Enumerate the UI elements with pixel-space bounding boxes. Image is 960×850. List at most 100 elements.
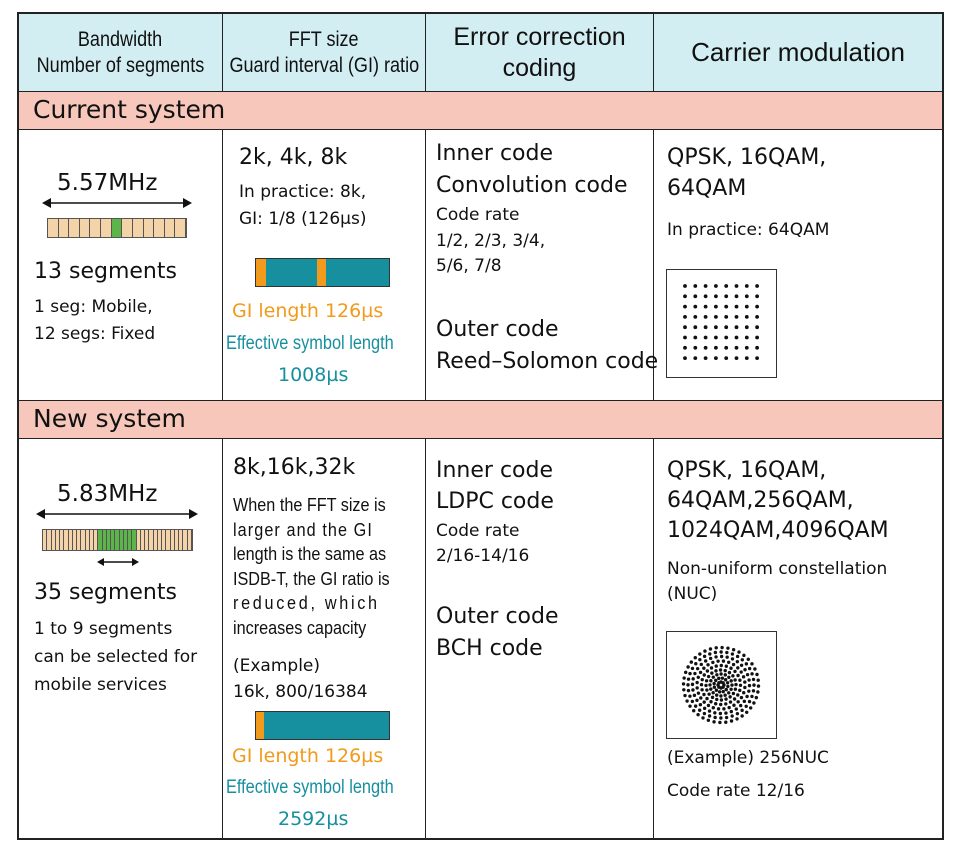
- constellation-point: [724, 325, 729, 330]
- col-line: [425, 12, 426, 92]
- current-gi-length: GI length 126µs: [232, 300, 384, 322]
- new-fft-desc-5: reduced, which: [233, 593, 380, 613]
- segment-cell: [149, 530, 154, 550]
- constellation-point: [735, 654, 740, 659]
- segment-cell: [165, 219, 176, 237]
- constellation-point: [686, 677, 691, 681]
- new-fft-desc: When the FFT size is larger and the GI l…: [233, 493, 390, 640]
- col-line: [653, 129, 654, 401]
- nuc256-constellation: [666, 631, 777, 739]
- constellation-point: [727, 705, 731, 710]
- segment-cell: [102, 530, 107, 550]
- segment-cell: [111, 530, 116, 550]
- new-mods-1: QPSK, 16QAM,: [667, 458, 827, 483]
- constellation-point: [726, 684, 730, 689]
- new-mods-2: 64QAM,256QAM,: [667, 488, 854, 513]
- constellation-point: [719, 672, 723, 676]
- constellation-point: [756, 684, 761, 688]
- constellation-point: [706, 703, 711, 708]
- segment-cell: [86, 530, 90, 550]
- segment-cell: [128, 530, 133, 550]
- segment-cell: [69, 219, 80, 237]
- segment-cell: [101, 219, 112, 237]
- constellation-point: [734, 284, 739, 288]
- new-outer-code: BCH code: [436, 636, 543, 661]
- constellation-point: [755, 325, 759, 330]
- constellation-point: [723, 693, 727, 697]
- row-line: [17, 438, 944, 439]
- constellation-point: [704, 679, 709, 683]
- header-bandwidth-line2: Number of segments: [36, 53, 204, 77]
- table-border-left: [17, 12, 19, 840]
- col-line: [222, 129, 223, 401]
- constellation-point: [702, 666, 706, 670]
- constellation-point: [739, 703, 743, 708]
- constellation-point: [750, 672, 754, 676]
- new-example-label: (Example): [233, 656, 321, 676]
- constellation-point: [731, 691, 736, 696]
- segment-cell: [73, 530, 78, 550]
- segment-cell: [69, 530, 73, 550]
- constellation-point: [683, 325, 687, 330]
- constellation-point: [730, 657, 735, 661]
- constellation-point: [729, 687, 733, 691]
- constellation-point: [734, 335, 739, 340]
- mobile-segment-arrow: [97, 558, 139, 566]
- segment-cell: [43, 530, 48, 550]
- constellation-point: [728, 700, 733, 704]
- constellation-point: [724, 356, 729, 360]
- constellation-point: [755, 284, 759, 288]
- constellation-point: [693, 315, 698, 319]
- segment-cell: [175, 530, 180, 550]
- constellation-point: [729, 679, 733, 683]
- constellation-point: [727, 691, 731, 695]
- constellation-point: [735, 711, 740, 716]
- segment-cell: [122, 219, 133, 237]
- constellation-point: [698, 652, 702, 656]
- constellation-point: [714, 284, 718, 288]
- constellation-point: [755, 672, 759, 677]
- constellation-point: [683, 294, 687, 299]
- segment-cell: [106, 530, 112, 550]
- constellation-point: [698, 670, 703, 675]
- constellation-point: [714, 304, 718, 309]
- constellation-point: [690, 682, 695, 687]
- new-eff-value: 2592µs: [278, 808, 349, 830]
- current-mods-1: QPSK, 16QAM,: [667, 145, 827, 170]
- constellation-point: [688, 671, 692, 676]
- current-rate-1: 1/2, 2/3, 3/4,: [436, 231, 546, 251]
- constellation-point: [747, 678, 751, 682]
- constellation-point: [752, 701, 756, 705]
- constellation-point: [709, 700, 713, 704]
- new-carrier-example: (Example) 256NUC: [667, 748, 829, 768]
- constellation-point: [700, 688, 704, 692]
- constellation-point: [711, 706, 715, 710]
- new-fft-sizes: 8k,16k,32k: [233, 455, 356, 480]
- current-segment-count: 13 segments: [34, 259, 177, 284]
- constellation-point: [691, 688, 695, 692]
- constellation-point: [755, 356, 759, 360]
- constellation-point: [710, 695, 715, 700]
- constellation-point: [736, 700, 740, 704]
- constellation-point: [734, 304, 739, 309]
- constellation-point: [736, 673, 740, 678]
- constellation-point: [713, 711, 717, 715]
- constellation-point: [724, 711, 728, 715]
- current-outer-title: Outer code: [436, 317, 559, 342]
- constellation-point: [745, 710, 749, 714]
- constellation-point: [690, 699, 695, 704]
- constellation-point: [702, 654, 707, 659]
- constellation-point: [683, 345, 687, 350]
- new-fft-desc-3: length is the same as: [233, 544, 387, 564]
- segment-cell: [145, 530, 150, 550]
- constellation-point: [728, 695, 732, 699]
- constellation-point: [701, 716, 705, 720]
- current-segment-bar: [47, 218, 187, 238]
- constellation-point: [690, 666, 695, 671]
- constellation-point: [718, 711, 723, 716]
- constellation-point: [725, 650, 729, 655]
- row-line: [17, 91, 944, 92]
- constellation-point: [721, 659, 726, 663]
- constellation-point: [729, 666, 733, 670]
- constellation-point: [688, 704, 692, 708]
